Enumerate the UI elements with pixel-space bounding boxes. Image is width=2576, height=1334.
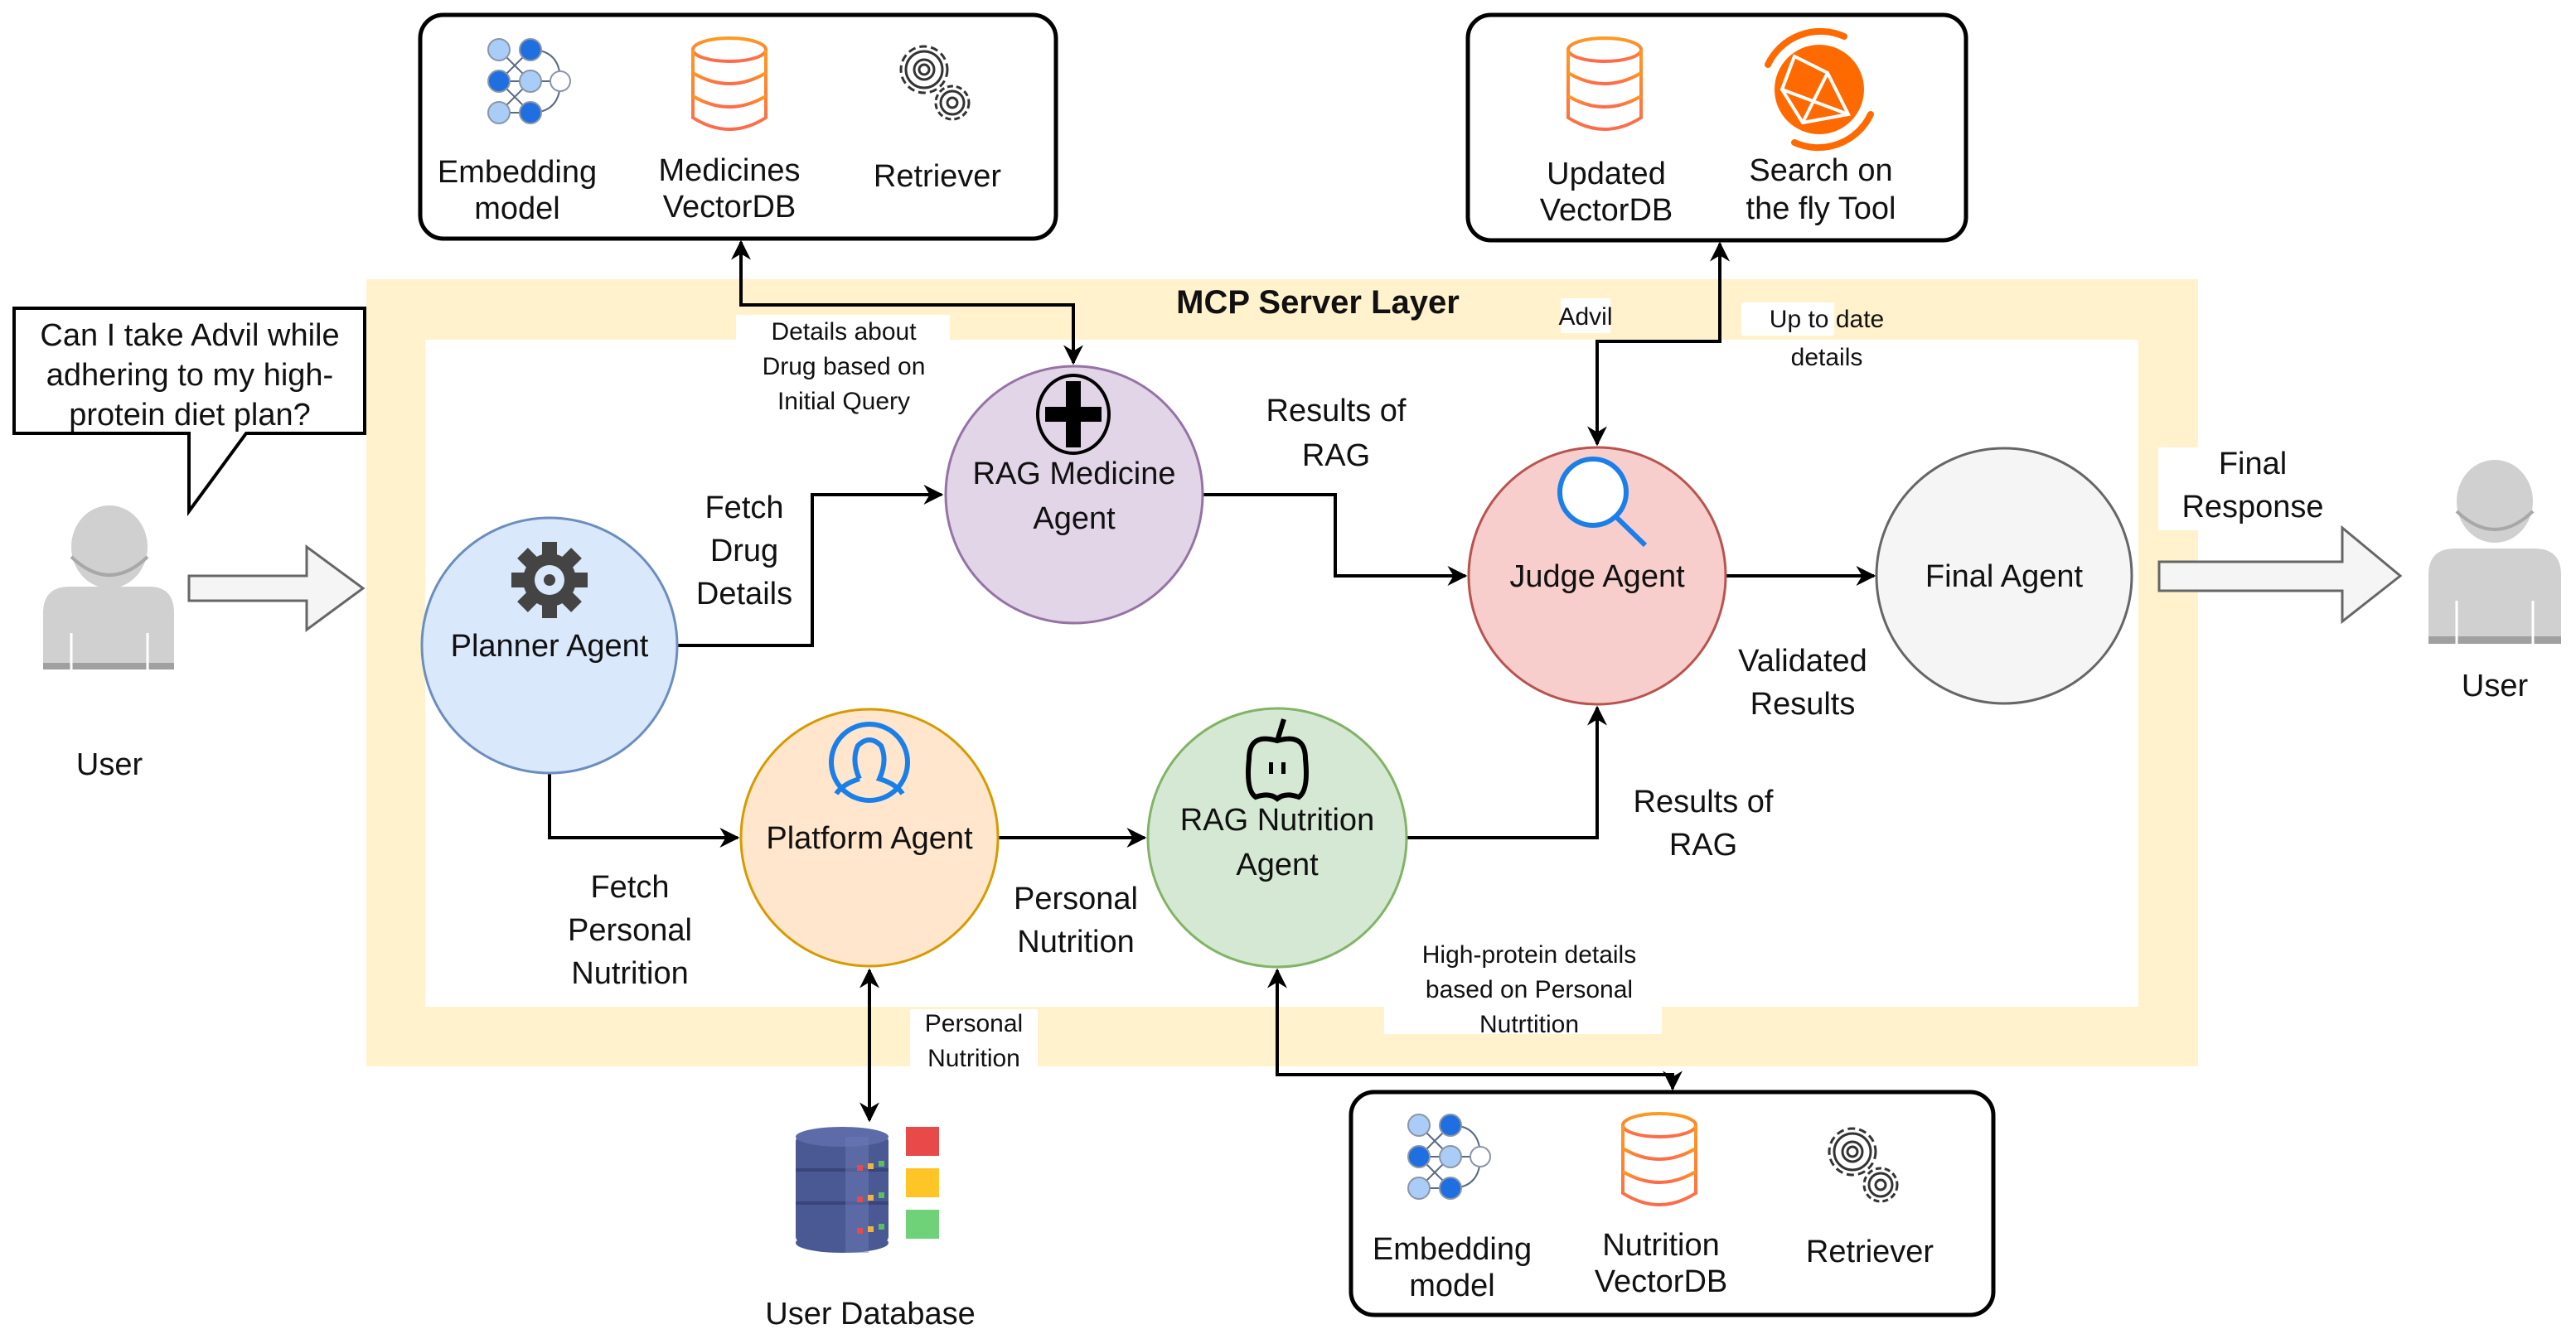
agent-label: Final Agent (1925, 559, 2084, 594)
user-label: User (2462, 669, 2529, 703)
agent-label: Planner Agent (451, 629, 649, 664)
edge-medicine-judge (1203, 493, 1468, 586)
edge-judge-searchbox (1587, 241, 1730, 447)
user-silhouette-icon (2428, 460, 2561, 644)
tool-label: Retriever (1806, 1235, 1934, 1269)
edge-medbox-medicine (731, 239, 1083, 365)
user-database[interactable]: User Database (765, 1127, 976, 1332)
output-arrow (2157, 524, 2403, 625)
neural-network-icon (487, 38, 571, 124)
user-label: User (76, 747, 143, 782)
edge-nutrition-nutbox (1267, 968, 1683, 1091)
agent-label: Judge Agent (1509, 559, 1685, 594)
user-profile-icon (829, 722, 910, 803)
edges (548, 239, 1876, 1123)
gears-icon (899, 45, 971, 121)
edge-label-advil: Advil (1558, 303, 1612, 331)
medical-cross-icon (1036, 374, 1111, 455)
database-icon (691, 36, 767, 131)
input-arrow (187, 544, 366, 632)
agent-label: Platform Agent (766, 821, 973, 856)
database-icon (1566, 36, 1643, 131)
globe-network-icon (1765, 27, 1874, 152)
server-database-icon (796, 1127, 939, 1253)
user-database-label: User Database (765, 1297, 975, 1332)
magnifier-icon (1557, 457, 1648, 548)
final-agent[interactable]: Final Agent (1875, 447, 2133, 705)
tool-label: Retriever (874, 159, 1001, 194)
edge-planner-medicine (678, 485, 944, 647)
platform-agent[interactable]: Platform Agent (739, 708, 1000, 968)
neural-network-icon (1407, 1114, 1491, 1200)
user-silhouette-icon (43, 505, 174, 669)
mcp-server-layer: MCP Server Layer (366, 279, 2198, 1066)
mcp-layer-title: MCP Server Layer (1176, 284, 1460, 321)
planner-agent[interactable]: Planner Agent (420, 516, 679, 775)
edge-planner-platform (548, 773, 740, 848)
gear-icon (511, 542, 588, 618)
gears-icon (1828, 1127, 1899, 1203)
apple-icon (1246, 718, 1309, 802)
judge-agent[interactable]: Judge Agent (1467, 446, 1727, 706)
edge-nutrition-judge (1407, 705, 1607, 839)
database-icon (1621, 1112, 1697, 1206)
